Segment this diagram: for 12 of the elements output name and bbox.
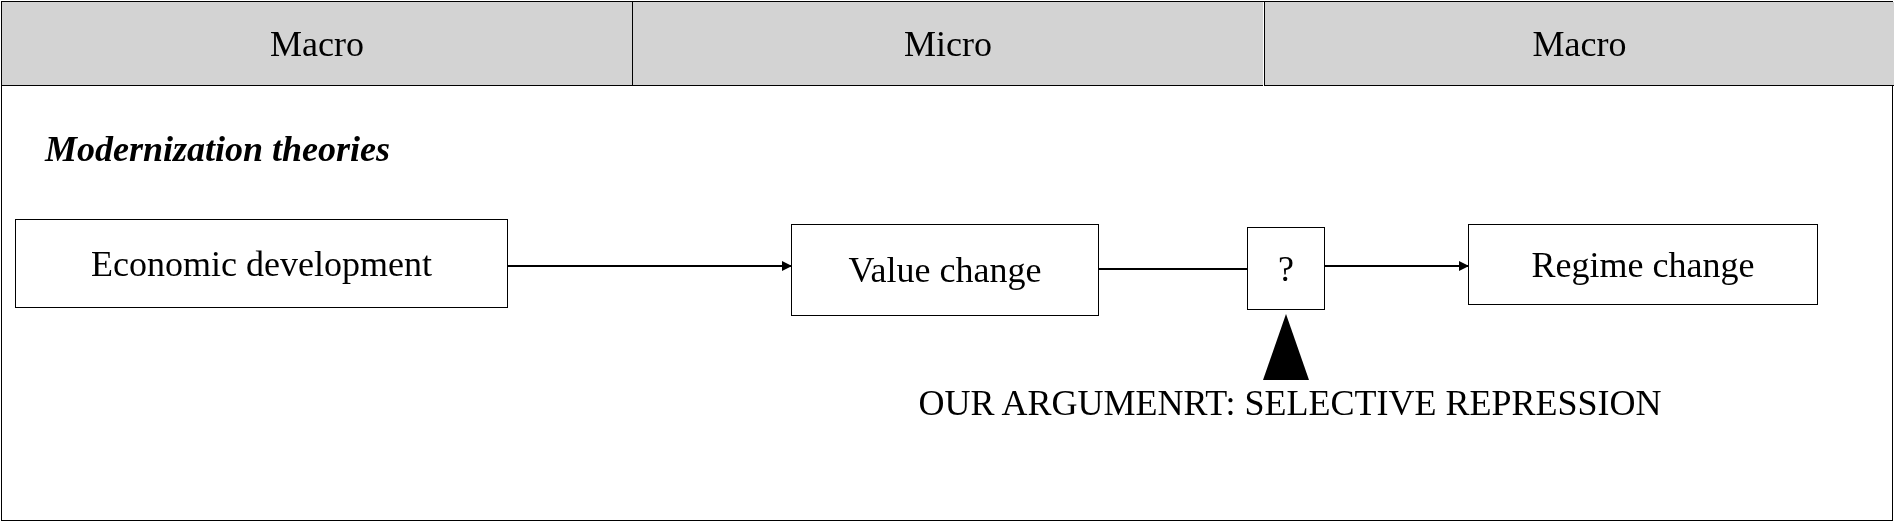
- arrow: [507, 261, 792, 271]
- column-header: Macro: [1264, 2, 1894, 86]
- process-box: Regime change: [1468, 224, 1818, 305]
- column-header: Macro: [2, 2, 632, 86]
- column-header: Micro: [632, 2, 1263, 86]
- process-box: ?: [1247, 227, 1325, 310]
- process-box: Economic development: [15, 219, 508, 308]
- annotation-text: OUR ARGUMENRT: SELECTIVE REPRESSION: [790, 378, 1790, 428]
- arrow: [1324, 261, 1469, 271]
- process-box: Value change: [791, 224, 1099, 316]
- arrow: [1263, 314, 1309, 380]
- section-heading: Modernization theories: [45, 128, 391, 170]
